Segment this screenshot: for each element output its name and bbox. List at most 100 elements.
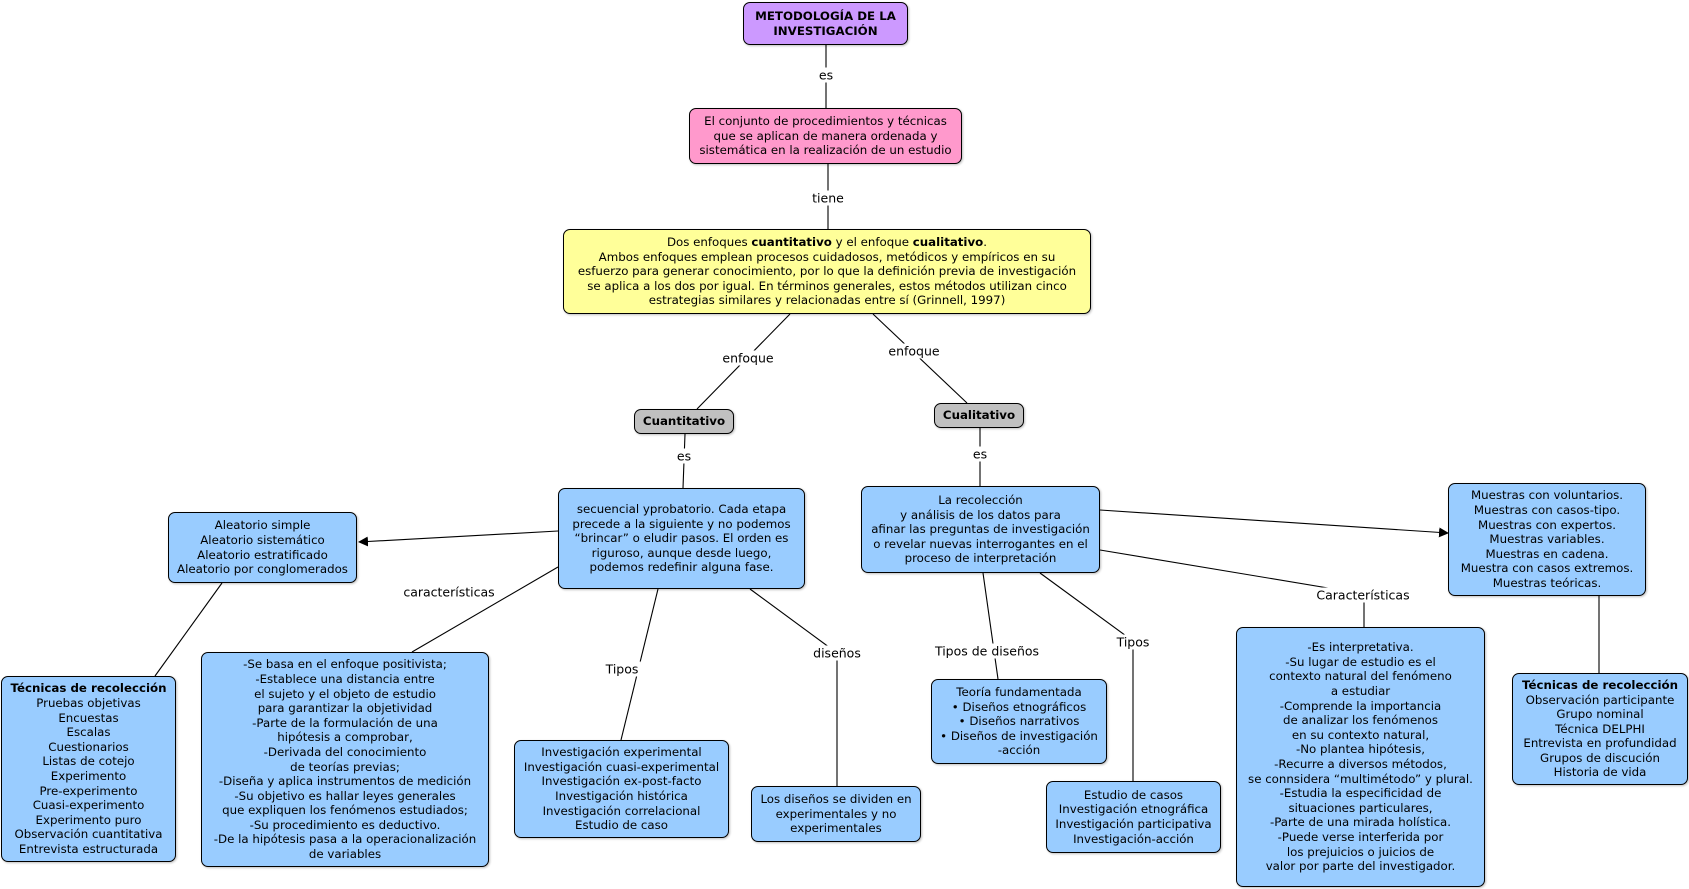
link-label-tipos-de-disenos: Tipos de diseños bbox=[932, 643, 1042, 659]
disenos-cual-item: • Diseños de investigación bbox=[940, 728, 1098, 743]
tipo-cual-item: Investigación-acción bbox=[1073, 831, 1194, 846]
caracteristica-cual-line: en su contexto natural, bbox=[1291, 727, 1430, 742]
recoleccion-line: afinar las preguntas de investigación bbox=[871, 522, 1090, 537]
caracteristica-cuant-line: -Diseña y aplica instrumentos de medició… bbox=[218, 774, 472, 789]
muestreo-aleatorio-node[interactable]: Aleatorio simple Aleatorio sistemático A… bbox=[168, 512, 357, 583]
root-title-line-2: INVESTIGACIÓN bbox=[773, 23, 878, 38]
enfoques-cuantitativo-term: cuantitativo bbox=[751, 235, 832, 250]
muestreo-item: Aleatorio por conglomerados bbox=[177, 562, 348, 577]
disenos-cuant-line: experimentales y no bbox=[775, 806, 897, 821]
muestras-cualitativas-node[interactable]: Muestras con voluntarios. Muestras con c… bbox=[1448, 483, 1646, 596]
tecnicas-cual-item: Grupo nominal bbox=[1556, 707, 1644, 722]
definition-line: que se aplican de manera ordenada y bbox=[713, 128, 938, 143]
caracteristica-cual-line: -Recurre a diversos métodos, bbox=[1274, 757, 1447, 771]
tecnicas-cual-item: Técnica DELPHI bbox=[1555, 721, 1645, 736]
link-recoleccion-tipos bbox=[1039, 572, 1134, 642]
muestra-item: Muestras con casos-tipo. bbox=[1473, 503, 1621, 518]
definition-node[interactable]: El conjunto de procedimientos y técnicas… bbox=[689, 108, 962, 164]
muestra-item: Muestras variables. bbox=[1489, 532, 1605, 547]
caracteristicas-cuantitativas-node[interactable]: -Se basa en el enfoque positivista; -Est… bbox=[201, 652, 489, 867]
disenos-cual-item: • Diseños etnográficos bbox=[951, 699, 1087, 714]
caracteristica-cual-line: -Comprende la importancia bbox=[1279, 698, 1442, 713]
tecnicas-cuant-item: Escalas bbox=[66, 725, 111, 740]
secuencial-line: “brincar” o eludir pasos. El orden es bbox=[574, 531, 789, 546]
caracteristica-cual-line: a estudiar bbox=[1330, 684, 1391, 699]
link-recoleccion-disenos bbox=[982, 572, 999, 680]
tecnicas-cuant-item: Listas de cotejo bbox=[42, 754, 135, 769]
tecnicas-cuant-title: Técnicas de recolección bbox=[10, 681, 167, 696]
tecnicas-cuantitativas-node[interactable]: Técnicas de recolección Pruebas objetiva… bbox=[1, 676, 176, 862]
definition-line: El conjunto de procedimientos y técnicas bbox=[704, 114, 947, 129]
tipo-cuant-item: Investigación correlacional bbox=[542, 803, 701, 818]
caracteristica-cuant-line: -Derivada del conocimiento bbox=[263, 744, 427, 759]
recoleccion-line: y análisis de los datos para bbox=[900, 507, 1061, 522]
tipo-cuant-item: Investigación experimental bbox=[541, 745, 702, 760]
caracteristica-cuant-line: -Se basa en el enfoque positivista; bbox=[243, 657, 447, 672]
link-secuencial-muestreo bbox=[358, 530, 559, 547]
muestra-item: Muestras en cadena. bbox=[1485, 546, 1609, 561]
tecnicas-cual-item: Entrevista en profundidad bbox=[1523, 736, 1677, 751]
link-label-es: es bbox=[674, 448, 694, 464]
link-secuencial-caracteristicas bbox=[411, 566, 559, 653]
tecnicas-cual-item: Observación participante bbox=[1525, 692, 1675, 707]
tecnicas-cuant-item: Experimento puro bbox=[35, 812, 142, 827]
caracteristica-cuant-line: que expliquen los fenómenos estudiados; bbox=[222, 803, 468, 818]
caracteristica-cuant-line: para garantizar la objetividad bbox=[257, 701, 433, 716]
disenos-cualitativos-node[interactable]: Teoría fundamentada • Diseños etnográfic… bbox=[931, 679, 1107, 764]
tecnicas-cuant-item: Experimento bbox=[50, 769, 127, 783]
caracteristica-cuant-line: el sujeto y el objeto de estudio bbox=[254, 686, 436, 701]
recoleccion-line: proceso de interpretación bbox=[904, 551, 1057, 566]
root-title-line-1: METODOLOGÍA DE LA bbox=[755, 8, 896, 23]
disenos-cual-item: Teoría fundamentada bbox=[956, 685, 1082, 700]
caracteristica-cual-line: los prejuicios o juicios de bbox=[1286, 844, 1435, 859]
caracteristica-cuant-line: -Establece una distancia entre bbox=[255, 671, 435, 686]
muestreo-item: Aleatorio simple bbox=[214, 518, 311, 533]
disenos-cuantitativos-node[interactable]: Los diseños se dividen en experimentales… bbox=[751, 786, 921, 842]
root-node[interactable]: METODOLOGÍA DE LA INVESTIGACIÓN bbox=[743, 2, 908, 45]
tipos-cualitativos-node[interactable]: Estudio de casos Investigación etnográfi… bbox=[1046, 781, 1221, 853]
tipo-cuant-item: Investigación ex-post-facto bbox=[541, 774, 702, 789]
tipos-cuantitativos-node[interactable]: Investigación experimental Investigación… bbox=[514, 740, 729, 838]
caracteristica-cual-line: -Es interpretativa. bbox=[1307, 640, 1414, 655]
link-recoleccion-caracteristicas bbox=[1099, 549, 1365, 595]
caracteristica-cuant-line: de variables bbox=[308, 847, 382, 862]
caracteristica-cual-line: -Parte de una mirada holística. bbox=[1269, 815, 1452, 830]
enfoques-node[interactable]: Dos enfoques cuantitativo y el enfoque c… bbox=[563, 229, 1091, 314]
caracteristica-cual-line: -Su lugar de estudio es el bbox=[1285, 654, 1436, 669]
secuencial-line: riguroso, aunque desde luego, bbox=[591, 545, 772, 560]
disenos-cual-item: -acción bbox=[997, 743, 1041, 758]
link-label-tipos: Tipos bbox=[1114, 634, 1152, 650]
secuencial-line: precede a la siguiente y no podemos bbox=[572, 516, 791, 531]
enfoques-text: . bbox=[983, 235, 988, 250]
caracteristicas-cualitativas-node[interactable]: -Es interpretativa. -Su lugar de estudio… bbox=[1236, 627, 1485, 887]
caracteristica-cual-line: de analizar los fenómenos bbox=[1282, 713, 1439, 728]
caracteristica-cual-line: -No plantea hipótesis, bbox=[1295, 742, 1426, 757]
link-label-caracteristicas: Características bbox=[1314, 587, 1412, 603]
enfoques-line: Ambos enfoques emplean procesos cuidados… bbox=[598, 249, 1056, 264]
caracteristica-cual-line: situaciones particulares, bbox=[1288, 800, 1433, 815]
recoleccion-node[interactable]: La recolección y análisis de los datos p… bbox=[861, 486, 1100, 573]
link-enfoques-cualitativo bbox=[872, 313, 968, 404]
caracteristica-cual-line: -Estudia la especificidad de bbox=[1279, 786, 1442, 801]
cualitativo-node[interactable]: Cualitativo bbox=[934, 403, 1024, 428]
tecnicas-cualitativas-node[interactable]: Técnicas de recolección Observación part… bbox=[1512, 673, 1688, 785]
tipo-cuant-item: Investigación cuasi-experimental bbox=[523, 759, 720, 774]
definition-line: sistemática en la realización de un estu… bbox=[699, 143, 952, 158]
tecnicas-cuant-item: Observación cuantitativa bbox=[14, 827, 163, 842]
cuantitativo-node[interactable]: Cuantitativo bbox=[634, 409, 734, 434]
enfoques-cualitativo-term: cualitativo bbox=[912, 235, 984, 250]
caracteristica-cual-line: -Puede verse interferida por bbox=[1277, 829, 1444, 844]
secuencial-line: podemos redefinir alguna fase. bbox=[589, 560, 774, 575]
caracteristica-cual-line: se connsidera “multimétodo” y plural. bbox=[1248, 771, 1473, 786]
secuencial-node[interactable]: secuencial yprobatorio. Cada etapa prece… bbox=[558, 488, 805, 589]
caracteristica-cuant-line: -De la hipótesis pasa a la operacionaliz… bbox=[213, 832, 477, 847]
tecnicas-cuant-item: Cuestionarios bbox=[48, 739, 129, 754]
enfoques-first-line: Dos enfoques cuantitativo y el enfoque c… bbox=[667, 235, 987, 250]
link-label-caracteristicas: características bbox=[401, 584, 497, 600]
tipo-cuant-item: Investigación histórica bbox=[555, 789, 688, 803]
cuantitativo-label: Cuantitativo bbox=[642, 414, 726, 429]
tecnicas-cuant-item: Cuasi-experimento bbox=[32, 798, 145, 813]
tecnicas-cual-item: Grupos de discución bbox=[1540, 750, 1660, 765]
recoleccion-line: La recolección bbox=[938, 493, 1023, 508]
